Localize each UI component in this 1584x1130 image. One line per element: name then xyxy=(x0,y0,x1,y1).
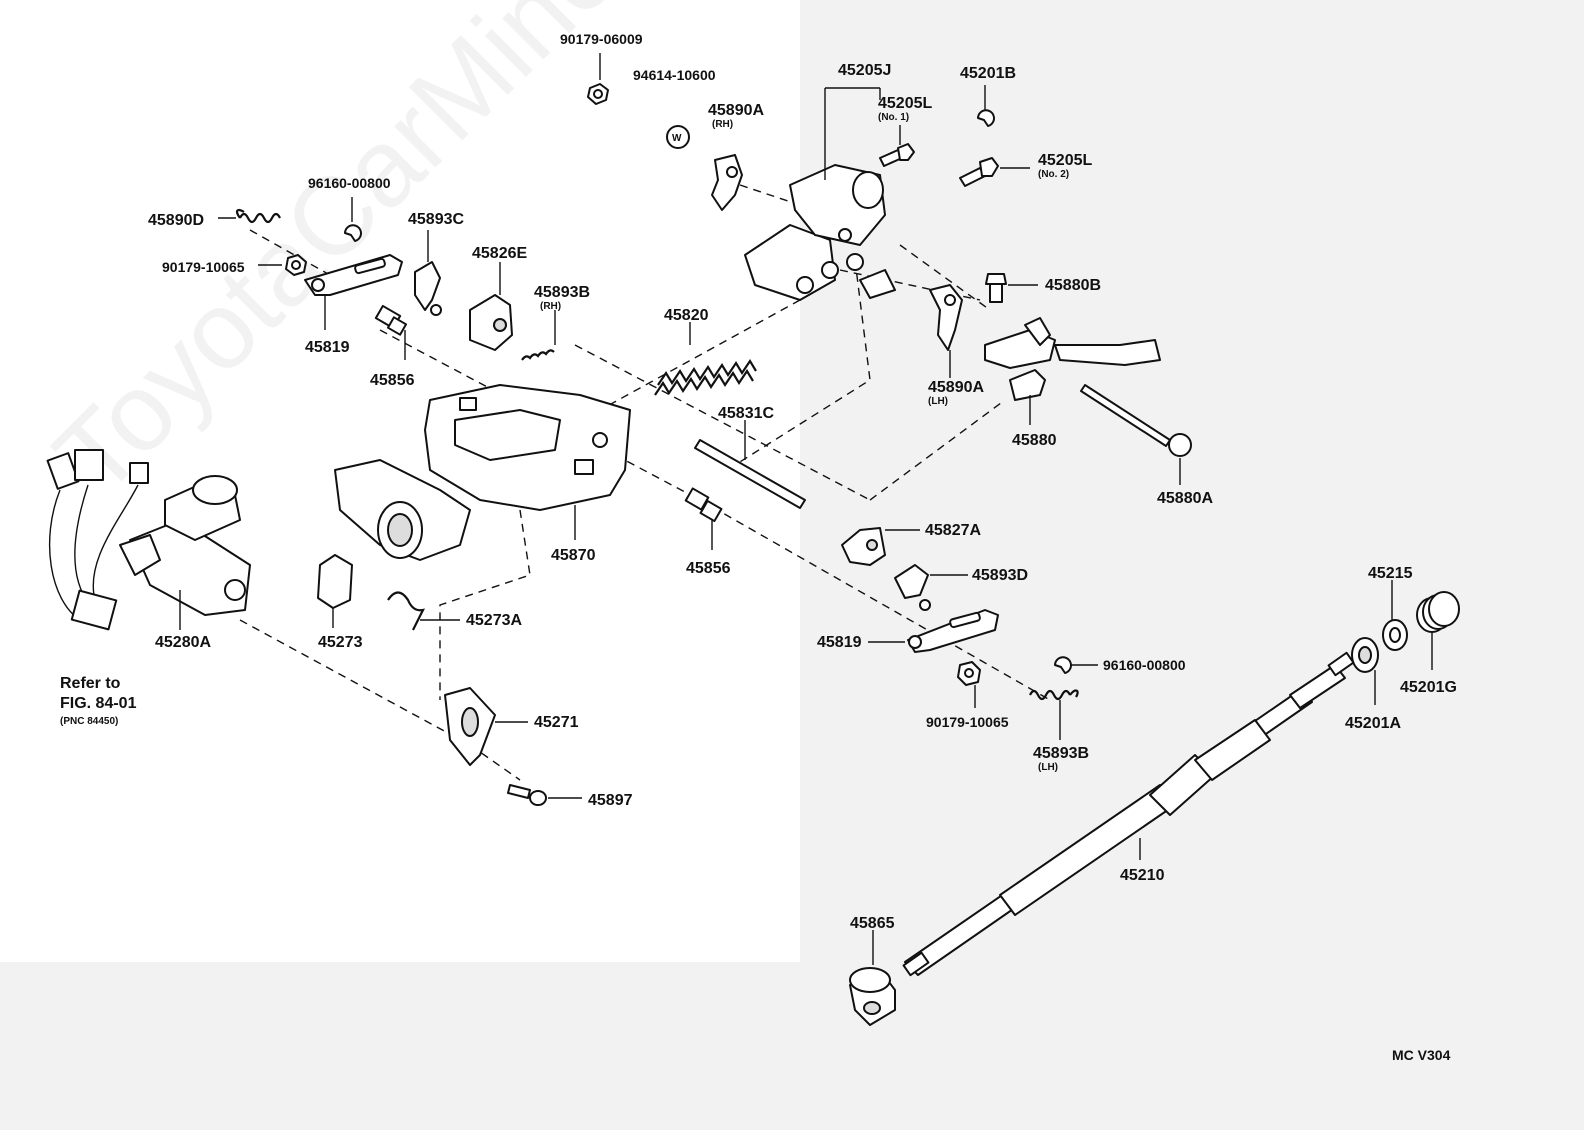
lever-45890A-rh[interactable] xyxy=(711,154,743,211)
label-45890A-lh: 45890A xyxy=(928,379,984,396)
label-45880B: 45880B xyxy=(1045,277,1101,294)
spring-45890D[interactable] xyxy=(218,208,281,224)
spring-45893B-rh[interactable] xyxy=(521,310,556,361)
spring-45820[interactable] xyxy=(654,322,757,396)
refer-line-1: Refer to xyxy=(60,675,121,692)
label-45201B: 45201B xyxy=(960,65,1016,82)
label-45271: 45271 xyxy=(534,714,579,731)
label-45819-left: 45819 xyxy=(305,339,350,356)
label-45856-left: 45856 xyxy=(370,372,415,389)
label-45880: 45880 xyxy=(1012,432,1057,449)
label-no1: (No. 1) xyxy=(878,112,909,123)
label-90179-06009: 90179-06009 xyxy=(560,31,643,47)
switch-45856-right[interactable] xyxy=(684,487,723,550)
label-45890D: 45890D xyxy=(148,212,204,229)
bolt-45205L-no1[interactable] xyxy=(879,125,915,167)
bushing-45273[interactable] xyxy=(317,554,353,628)
label-45893D: 45893D xyxy=(972,567,1028,584)
label-45893B-rh: 45893B xyxy=(534,284,590,301)
assembly-lines xyxy=(239,184,1051,781)
cam-45826E[interactable] xyxy=(469,262,513,351)
spring-45201G[interactable] xyxy=(1416,591,1460,670)
bracket-45271[interactable] xyxy=(444,687,528,766)
wire-harness xyxy=(46,449,149,631)
label-45273A: 45273A xyxy=(466,612,522,629)
refer-line-3: (PNC 84450) xyxy=(60,716,118,727)
lever-45893C[interactable] xyxy=(414,230,442,316)
bushing-45865[interactable] xyxy=(849,930,896,1026)
lock-housing-45280A[interactable] xyxy=(119,475,251,630)
label-90179-10065-right: 90179-10065 xyxy=(926,714,1009,730)
label-94614-10600: 94614-10600 xyxy=(633,67,716,83)
clip-96160-00800-left[interactable] xyxy=(344,197,362,242)
label-45280A: 45280A xyxy=(155,634,211,651)
label-45210: 45210 xyxy=(1120,867,1165,884)
screw-45897[interactable] xyxy=(507,784,582,806)
label-lh-2: (LH) xyxy=(1038,762,1058,773)
pin-45831C[interactable] xyxy=(694,420,806,509)
label-45819-right: 45819 xyxy=(817,634,862,651)
washer-94614-10600[interactable]: W xyxy=(666,125,690,149)
ring-45215[interactable] xyxy=(1382,580,1408,651)
bolt-45205L-no2[interactable] xyxy=(959,157,1030,187)
label-45893B-lh: 45893B xyxy=(1033,745,1089,762)
label-96160-00800-right: 96160-00800 xyxy=(1103,657,1186,673)
bearing-45201A[interactable] xyxy=(1351,637,1379,705)
label-45831C: 45831C xyxy=(718,405,774,422)
spring-45273A[interactable] xyxy=(387,591,460,631)
switch-45856-left[interactable] xyxy=(374,304,408,360)
figure-code: MC V304 xyxy=(1392,1047,1451,1063)
label-96160-00800-left: 96160-00800 xyxy=(308,175,391,191)
label-no2: (No. 2) xyxy=(1038,169,1069,180)
lever-45819-left[interactable] xyxy=(304,254,403,330)
label-lh-1: (LH) xyxy=(928,396,948,407)
label-45205J: 45205J xyxy=(838,62,891,79)
label-45893C: 45893C xyxy=(408,211,464,228)
background-right-panel xyxy=(800,0,1584,1130)
label-45890A-rh: 45890A xyxy=(708,102,764,119)
label-45826E: 45826E xyxy=(472,245,527,262)
column-housing-45870[interactable] xyxy=(334,384,631,561)
nut-90179-10065-right[interactable] xyxy=(957,661,981,708)
label-45827A: 45827A xyxy=(925,522,981,539)
washer-mark: W xyxy=(672,133,682,144)
lever-45893D[interactable] xyxy=(894,564,968,611)
nut-90179-06009[interactable] xyxy=(587,53,609,105)
label-45865: 45865 xyxy=(850,915,895,932)
lever-45890A-lh[interactable] xyxy=(929,284,963,378)
label-45856-right: 45856 xyxy=(686,560,731,577)
label-45273: 45273 xyxy=(318,634,363,651)
label-45205L-no1: 45205L xyxy=(878,95,932,112)
spring-45893B-lh[interactable] xyxy=(1029,689,1079,740)
label-45880A: 45880A xyxy=(1157,490,1213,507)
label-90179-10065-left: 90179-10065 xyxy=(162,259,245,275)
cam-45827A[interactable] xyxy=(841,527,920,566)
label-rh-2: (RH) xyxy=(540,301,561,312)
shaft-45210[interactable] xyxy=(902,651,1355,977)
clip-45201B[interactable] xyxy=(977,85,995,127)
label-45820: 45820 xyxy=(664,307,709,324)
nut-90179-10065-left[interactable] xyxy=(258,254,307,276)
lever-45880[interactable] xyxy=(984,317,1161,425)
bolt-45880B[interactable] xyxy=(985,273,1038,303)
label-45201A: 45201A xyxy=(1345,715,1401,732)
label-45870: 45870 xyxy=(551,547,596,564)
refer-note: Refer to FIG. 84-01 (PNC 84450) xyxy=(60,675,137,727)
lever-45819-right[interactable] xyxy=(868,609,999,653)
label-rh-1: (RH) xyxy=(712,119,733,130)
part-labels: 90179-06009 94614-10600 45890A (RH) 4520… xyxy=(148,31,1457,932)
label-45205L-no2: 45205L xyxy=(1038,152,1092,169)
label-45215: 45215 xyxy=(1368,565,1413,582)
refer-line-2: FIG. 84-01 xyxy=(60,695,137,712)
label-45897: 45897 xyxy=(588,792,633,809)
label-45201G: 45201G xyxy=(1400,679,1457,696)
bracket-45205J[interactable] xyxy=(744,87,896,301)
clip-96160-00800-right[interactable] xyxy=(1054,656,1098,674)
rod-45880A[interactable] xyxy=(1080,384,1192,485)
